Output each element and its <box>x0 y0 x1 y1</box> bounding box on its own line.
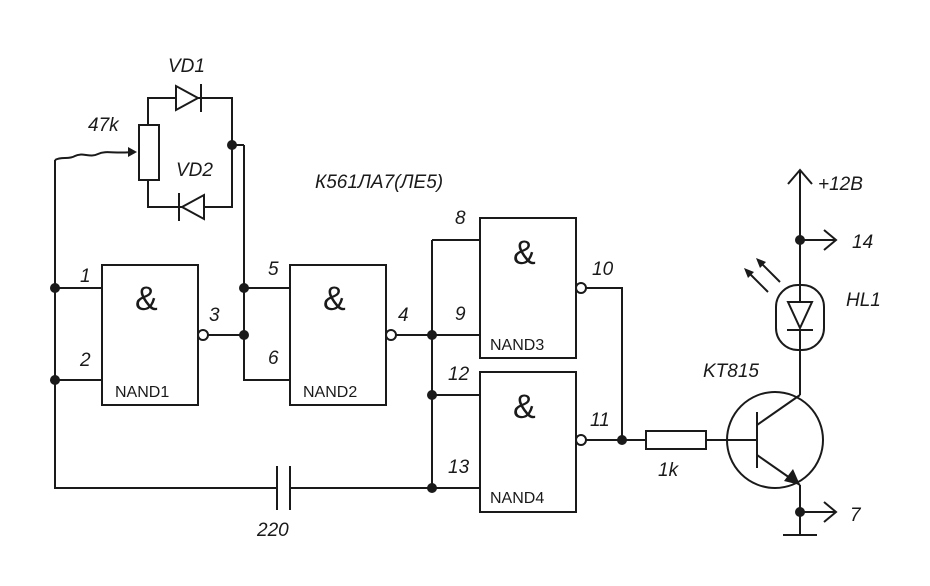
light-emission-icon <box>744 258 781 293</box>
capacitor-220 <box>276 466 291 510</box>
led-hl1 <box>775 284 825 351</box>
nand1-output-bubble <box>197 329 209 341</box>
capacitor-label: 220 <box>256 520 289 541</box>
pin-9: 9 <box>455 304 466 325</box>
chip-label: К561ЛА7(ЛЕ5) <box>315 172 443 193</box>
transistor-kt815 <box>726 391 824 489</box>
gate-nand4-label: NAND4 <box>490 490 544 507</box>
nand2-output-bubble <box>385 329 397 341</box>
supply-label: +12В <box>818 174 863 195</box>
junction-dot <box>795 235 805 245</box>
led-label: HL1 <box>846 290 881 311</box>
pin-2: 2 <box>79 350 91 371</box>
wire-pot-wiper <box>54 151 133 161</box>
junction-dot <box>795 507 805 517</box>
pin-13: 13 <box>448 457 470 478</box>
pin-6: 6 <box>268 348 279 369</box>
pin-10: 10 <box>592 259 614 280</box>
vd2-label: VD2 <box>176 160 213 181</box>
gate-nand1 <box>101 264 199 406</box>
pot-label: 47k <box>88 115 120 136</box>
pin-4: 4 <box>398 305 409 326</box>
pin-1: 1 <box>80 266 91 287</box>
gate-nand4-symbol: & <box>513 388 536 426</box>
pin-11: 11 <box>590 410 610 431</box>
gate-nand1-symbol: & <box>135 280 158 318</box>
wire-node3-bus <box>243 145 290 381</box>
junction-dot <box>50 375 60 385</box>
junction-dot <box>227 140 237 150</box>
diode-vd2 <box>178 193 205 221</box>
wire-left-bus <box>54 160 276 489</box>
pot-wiper-arrow <box>128 147 137 157</box>
gnd-pin-label: 7 <box>850 505 862 526</box>
gnd-pin-arrow-icon <box>800 501 838 523</box>
gate-nand1-label: NAND1 <box>115 384 169 401</box>
junction-dot <box>427 390 437 400</box>
diode-vd1 <box>175 84 202 112</box>
gate-nand3-symbol: & <box>513 234 536 272</box>
pin-12: 12 <box>448 364 470 385</box>
vcc-pin-arrow-icon <box>800 229 838 251</box>
junction-dot <box>427 483 437 493</box>
junction-dot <box>239 283 249 293</box>
wire-nand3-out <box>586 287 623 440</box>
junction-dot <box>427 330 437 340</box>
nand4-output-bubble <box>575 434 587 446</box>
pin-3: 3 <box>209 305 220 326</box>
transistor-label: KT815 <box>703 361 759 382</box>
gate-nand2-label: NAND2 <box>303 384 357 401</box>
nand3-output-bubble <box>575 282 587 294</box>
pin-8: 8 <box>455 208 466 229</box>
wire-diode-top <box>147 97 233 145</box>
resistor-1k-label: 1k <box>658 460 680 481</box>
vd1-label: VD1 <box>168 56 205 77</box>
junction-dot <box>239 330 249 340</box>
resistor-1k <box>645 430 707 450</box>
junction-dot <box>617 435 627 445</box>
vcc-pin-label: 14 <box>852 232 873 253</box>
junction-dot <box>50 283 60 293</box>
gate-nand2-symbol: & <box>323 280 346 318</box>
potentiometer-47k <box>138 124 160 181</box>
gate-nand2 <box>289 264 387 406</box>
supply-arrow-icon <box>787 168 813 185</box>
gate-nand3 <box>479 217 577 359</box>
gate-nand3-label: NAND3 <box>490 337 544 354</box>
pin-5: 5 <box>268 259 279 280</box>
